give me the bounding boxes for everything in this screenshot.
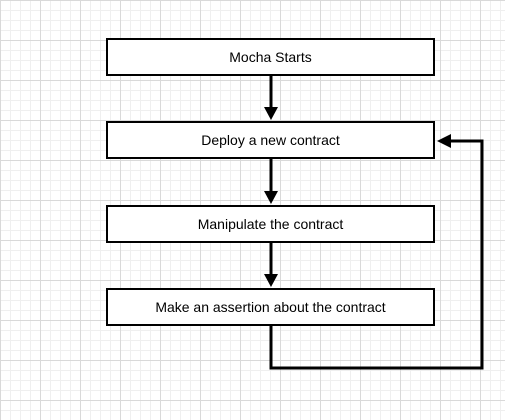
flow-step-label: Make an assertion about the contract [155, 299, 386, 315]
flow-step-mocha-starts[interactable]: Mocha Starts [106, 38, 435, 76]
flow-step-label: Manipulate the contract [197, 216, 344, 232]
flow-step-deploy-contract[interactable]: Deploy a new contract [106, 121, 435, 159]
flow-step-manipulate-contract[interactable]: Manipulate the contract [106, 205, 435, 243]
arrow-loop-step4-to-step2 [269, 134, 484, 370]
flow-step-label: Mocha Starts [229, 49, 312, 65]
arrow-step2-to-step3 [264, 159, 278, 204]
arrow-step1-to-step2 [264, 76, 278, 120]
flow-step-label: Deploy a new contract [201, 132, 340, 148]
arrow-step3-to-step4 [264, 243, 278, 287]
flow-step-make-assertion[interactable]: Make an assertion about the contract [106, 288, 435, 326]
